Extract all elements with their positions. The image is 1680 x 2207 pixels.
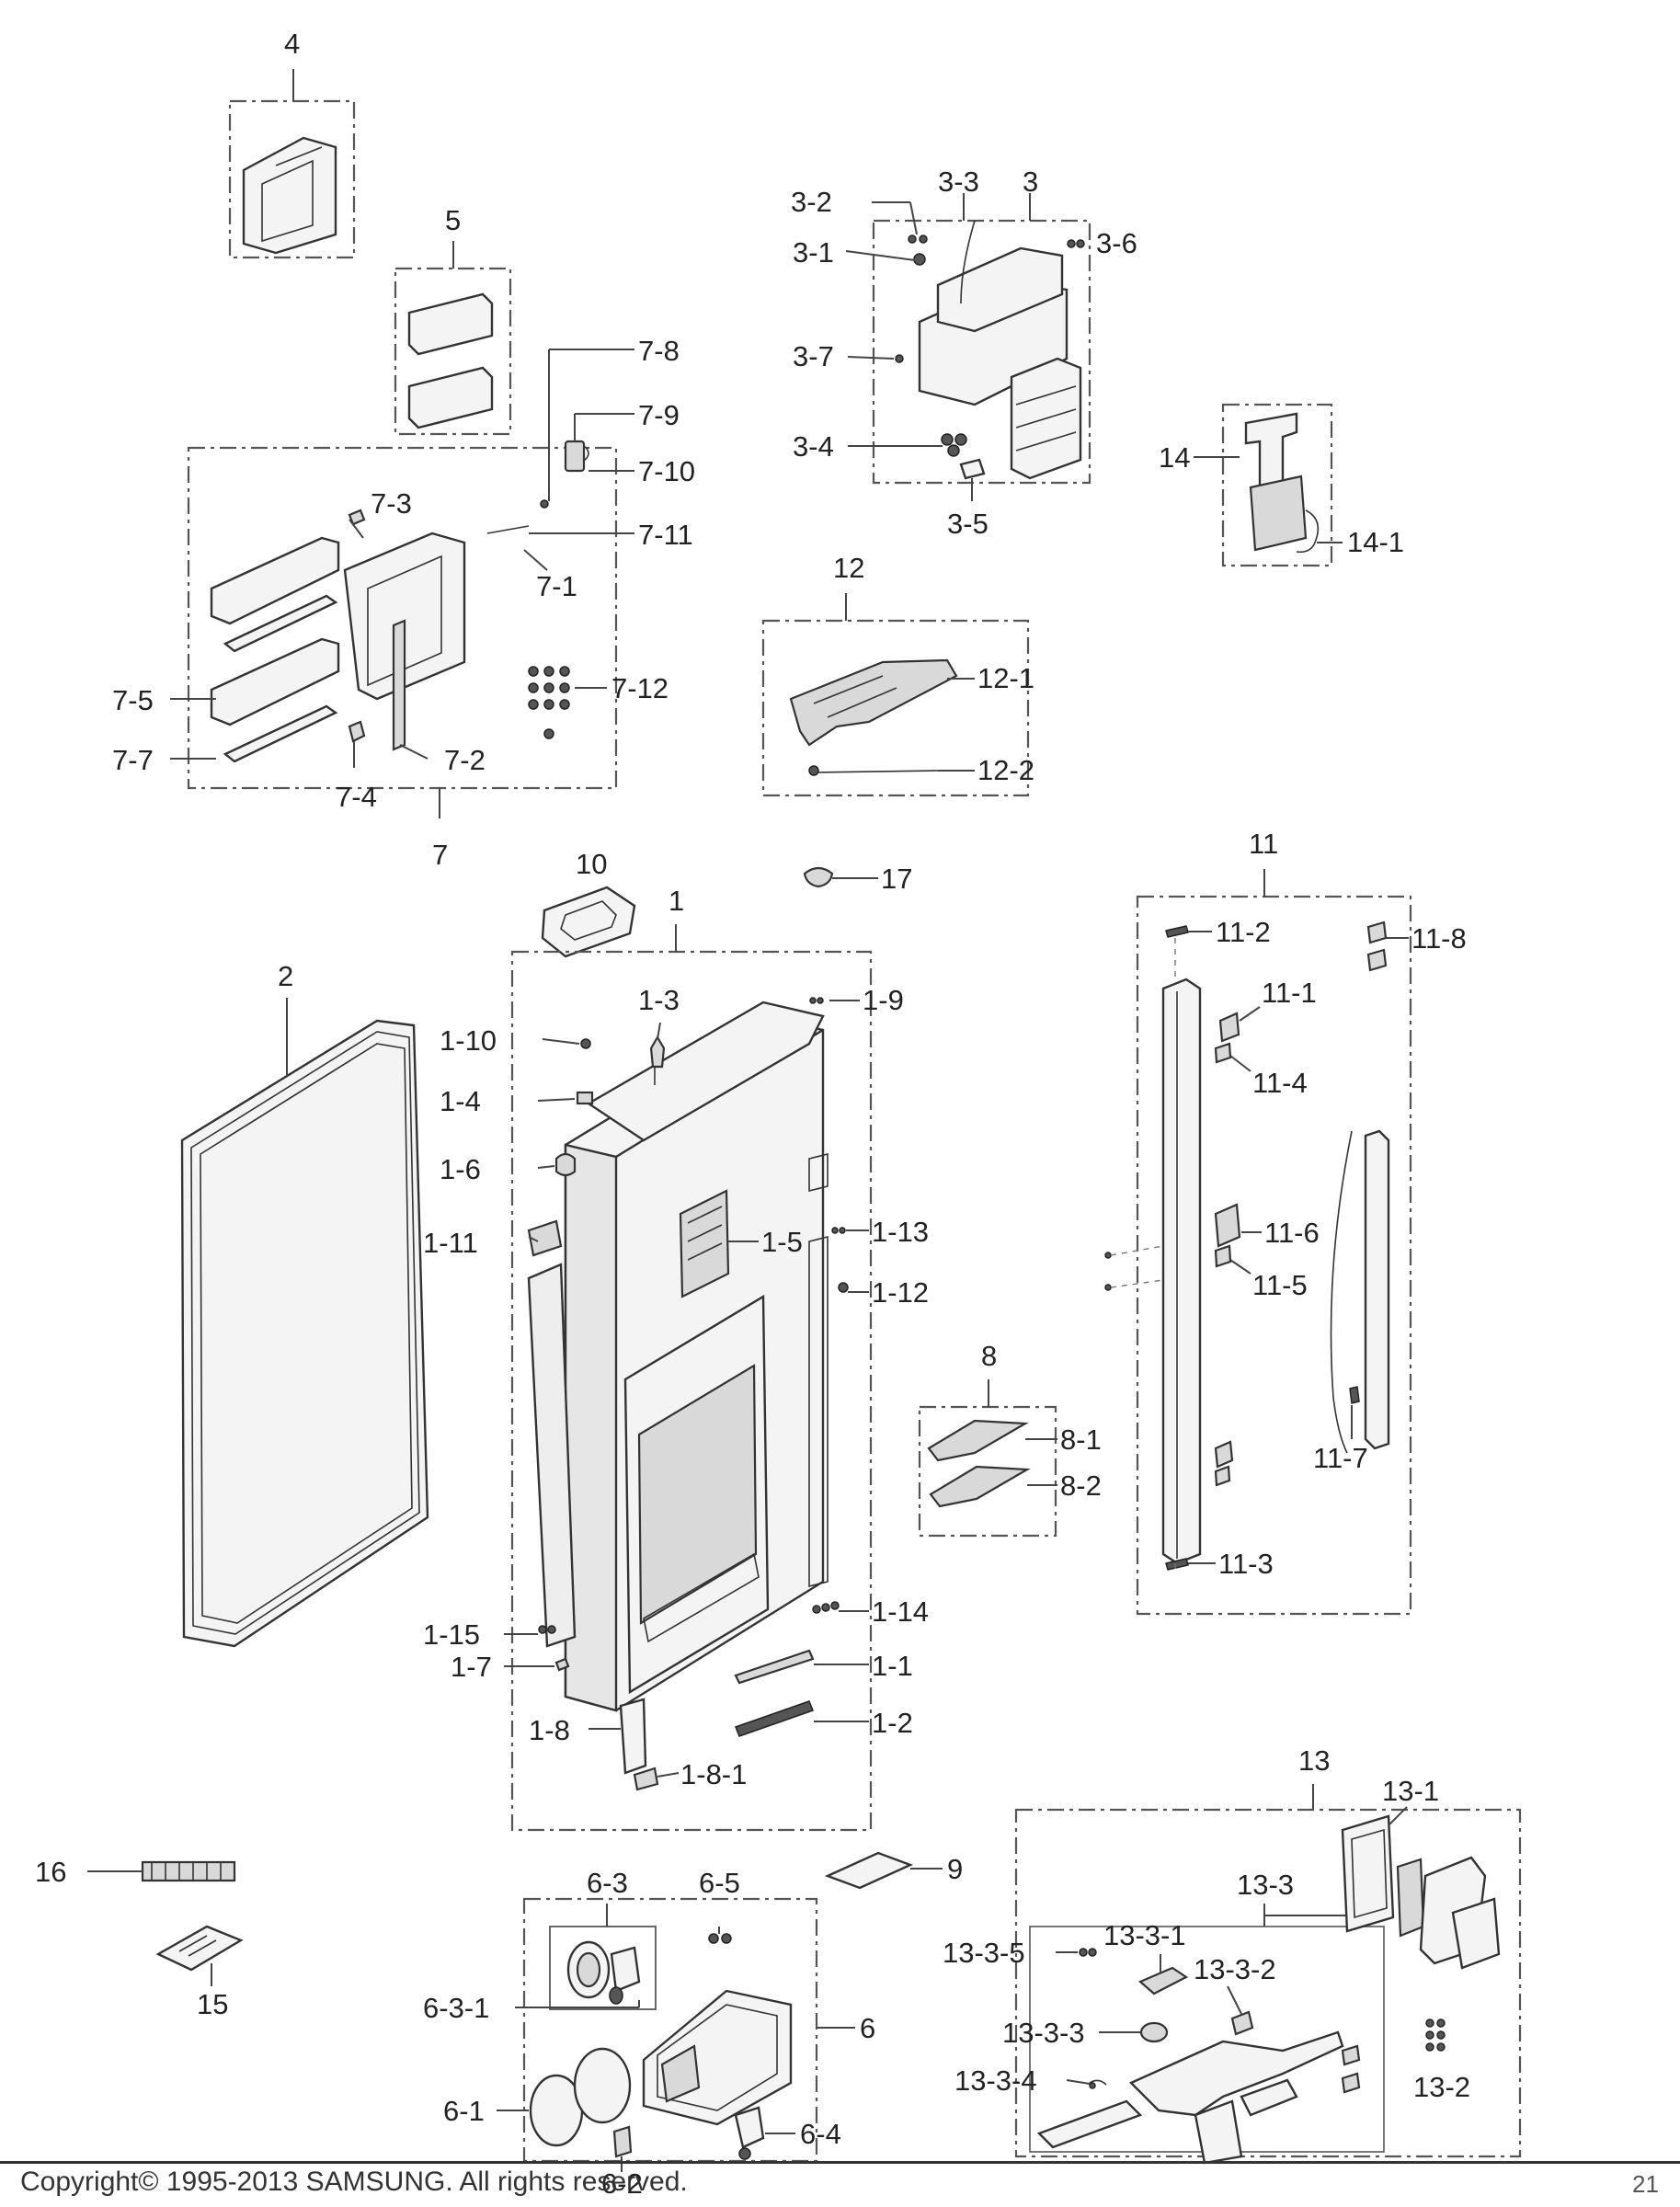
label-8-2: 8-2 bbox=[1060, 1469, 1102, 1502]
label-8-1: 8-1 bbox=[1060, 1424, 1102, 1456]
label-1-2: 1-2 bbox=[872, 1707, 913, 1739]
label-5: 5 bbox=[445, 204, 461, 236]
label-1-14: 1-14 bbox=[872, 1595, 929, 1628]
label-3-7: 3-7 bbox=[793, 340, 834, 372]
label-11-3: 11-3 bbox=[1218, 1548, 1274, 1580]
label-1-11: 1-11 bbox=[423, 1227, 478, 1259]
label-12-1: 12-1 bbox=[977, 662, 1034, 694]
label-7-2: 7-2 bbox=[444, 744, 486, 776]
label-6-3-1: 6-3-1 bbox=[423, 1992, 489, 2024]
label-13-3-1: 13-3-1 bbox=[1103, 1919, 1186, 1951]
label-13: 13 bbox=[1298, 1744, 1330, 1777]
label-1-5: 1-5 bbox=[761, 1226, 803, 1258]
label-11-6: 11-6 bbox=[1264, 1217, 1320, 1249]
label-7-8: 7-8 bbox=[638, 335, 680, 367]
page-number: 21 bbox=[1632, 2170, 1659, 2198]
label-3-4: 3-4 bbox=[793, 430, 834, 463]
part-group-3 bbox=[845, 193, 1091, 501]
label-14-1: 14-1 bbox=[1347, 526, 1404, 558]
part-group-8 bbox=[918, 1379, 1057, 1538]
label-7-12: 7-12 bbox=[611, 672, 669, 704]
label-13-3-2: 13-3-2 bbox=[1194, 1953, 1276, 1985]
label-7-3: 7-3 bbox=[371, 487, 412, 520]
label-1-10: 1-10 bbox=[440, 1024, 497, 1057]
label-1-12: 1-12 bbox=[872, 1276, 929, 1309]
part-group-4 bbox=[228, 69, 356, 259]
part-group-13 bbox=[1014, 1784, 1522, 2165]
label-3-2: 3-2 bbox=[791, 186, 832, 218]
label-1-4: 1-4 bbox=[440, 1085, 481, 1117]
part-group-6 bbox=[497, 1897, 855, 2172]
label-11-8: 11-8 bbox=[1411, 922, 1467, 955]
label-7: 7 bbox=[432, 839, 448, 871]
label-6-4: 6-4 bbox=[800, 2118, 841, 2150]
label-14: 14 bbox=[1159, 441, 1190, 474]
label-11-7: 11-7 bbox=[1313, 1442, 1368, 1474]
label-7-5: 7-5 bbox=[112, 684, 154, 716]
label-11-4: 11-4 bbox=[1252, 1067, 1308, 1099]
label-13-3-3: 13-3-3 bbox=[1002, 2017, 1085, 2049]
label-1-13: 1-13 bbox=[872, 1216, 929, 1248]
copyright-text: Copyright© 1995-2013 SAMSUNG. All rights… bbox=[20, 2167, 688, 2197]
label-1-6: 1-6 bbox=[440, 1153, 481, 1185]
label-1-15: 1-15 bbox=[423, 1618, 480, 1651]
label-6: 6 bbox=[860, 2012, 875, 2044]
callout-labels: 4 5 7-8 7-9 7-10 7-3 7-11 7-1 7-12 7-5 7… bbox=[35, 28, 1470, 2200]
label-12: 12 bbox=[833, 552, 864, 584]
label-15: 15 bbox=[197, 1988, 228, 2020]
label-1-8: 1-8 bbox=[529, 1714, 570, 1746]
label-13-1: 13-1 bbox=[1382, 1775, 1439, 1807]
label-7-4: 7-4 bbox=[336, 781, 377, 813]
label-3-5: 3-5 bbox=[947, 508, 989, 540]
part-16-15 bbox=[87, 1860, 244, 1986]
label-3-3: 3-3 bbox=[938, 166, 979, 198]
label-17: 17 bbox=[881, 863, 912, 895]
part-9 bbox=[824, 1851, 943, 1890]
label-3: 3 bbox=[1023, 166, 1038, 198]
label-11: 11 bbox=[1249, 828, 1278, 860]
part-group-11 bbox=[1104, 869, 1412, 1616]
label-6-5: 6-5 bbox=[699, 1867, 740, 1899]
label-11-2: 11-2 bbox=[1216, 916, 1271, 948]
part-10 bbox=[541, 886, 636, 958]
label-13-3: 13-3 bbox=[1237, 1869, 1294, 1901]
label-3-1: 3-1 bbox=[793, 236, 834, 269]
label-16: 16 bbox=[35, 1856, 66, 1888]
label-1-1: 1-1 bbox=[872, 1650, 913, 1682]
label-7-11: 7-11 bbox=[638, 519, 693, 551]
footer-rule bbox=[0, 2161, 1680, 2164]
label-6-1: 6-1 bbox=[443, 2095, 485, 2127]
label-7-9: 7-9 bbox=[638, 399, 680, 431]
part-group-7 bbox=[170, 349, 634, 818]
part-group-14 bbox=[1194, 403, 1343, 567]
label-13-3-4: 13-3-4 bbox=[954, 2064, 1037, 2097]
label-11-1: 11-1 bbox=[1262, 977, 1317, 1009]
label-6-2: 6-2 bbox=[601, 2167, 643, 2200]
label-7-1: 7-1 bbox=[536, 570, 577, 602]
label-13-3-5: 13-3-5 bbox=[943, 1937, 1025, 1969]
label-13-2: 13-2 bbox=[1413, 2071, 1470, 2103]
label-6-3: 6-3 bbox=[587, 1867, 628, 1899]
label-7-10: 7-10 bbox=[638, 455, 695, 487]
label-1-9: 1-9 bbox=[863, 984, 904, 1016]
label-11-5: 11-5 bbox=[1252, 1269, 1308, 1301]
part-group-12 bbox=[761, 593, 1030, 797]
label-3-6: 3-6 bbox=[1096, 227, 1137, 259]
part-17 bbox=[803, 866, 878, 888]
part-2-gasket bbox=[180, 998, 429, 1648]
label-1: 1 bbox=[669, 885, 684, 917]
part-group-5 bbox=[394, 241, 512, 436]
part-group-1-door bbox=[504, 924, 873, 1832]
label-1-3: 1-3 bbox=[638, 984, 680, 1016]
label-10: 10 bbox=[576, 848, 607, 880]
label-1-7: 1-7 bbox=[451, 1651, 492, 1683]
label-4: 4 bbox=[284, 28, 300, 60]
label-9: 9 bbox=[947, 1853, 963, 1885]
label-7-7: 7-7 bbox=[112, 744, 154, 776]
label-8: 8 bbox=[981, 1340, 997, 1372]
label-12-2: 12-2 bbox=[977, 754, 1034, 786]
label-1-8-1: 1-8-1 bbox=[680, 1758, 747, 1790]
label-2: 2 bbox=[278, 960, 293, 992]
